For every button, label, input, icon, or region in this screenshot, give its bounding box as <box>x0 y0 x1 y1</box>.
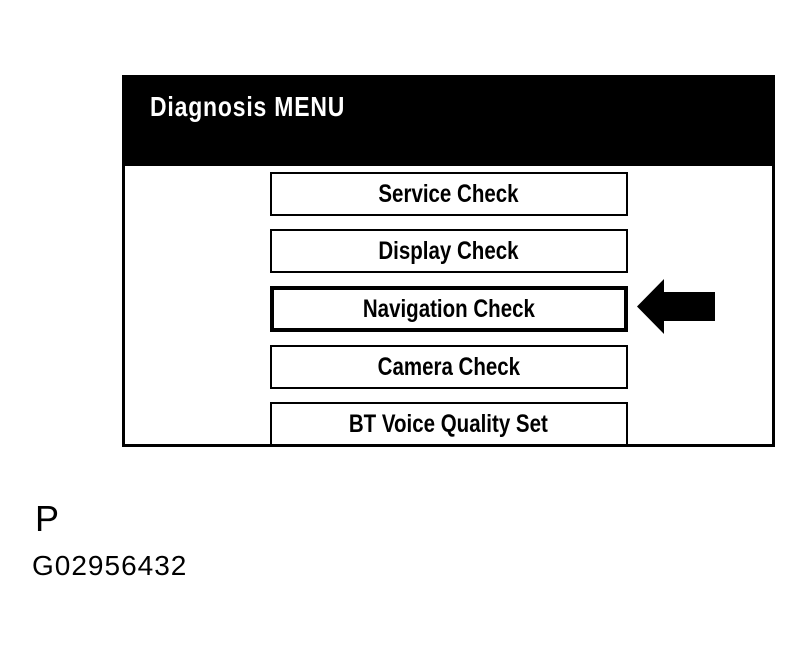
page-title: Diagnosis MENU <box>150 91 346 122</box>
diagnosis-menu-list: Service Check Display Check Navigation C… <box>125 172 772 446</box>
menu-button-navigation-check[interactable]: Navigation Check <box>269 286 628 332</box>
menu-button-bt-voice-quality-set[interactable]: BT Voice Quality Set <box>269 402 628 446</box>
menu-button-camera-check[interactable]: Camera Check <box>269 345 628 389</box>
figure-label: P <box>35 498 60 539</box>
menu-button-service-check[interactable]: Service Check <box>269 172 628 216</box>
menu-button-label: Service Check <box>378 179 519 208</box>
menu-button-label: BT Voice Quality Set <box>349 409 548 438</box>
menu-button-display-check[interactable]: Display Check <box>269 229 628 273</box>
diagnosis-menu-screen: Diagnosis MENU Service Check Display Che… <box>122 75 775 447</box>
menu-button-label: Display Check <box>378 236 519 265</box>
arrow-left-icon <box>637 279 715 334</box>
menu-button-label: Camera Check <box>377 352 520 381</box>
menu-button-label: Navigation Check <box>362 294 535 323</box>
screen-header: Diagnosis MENU <box>122 75 775 166</box>
figure-id: G02956432 <box>32 550 188 581</box>
